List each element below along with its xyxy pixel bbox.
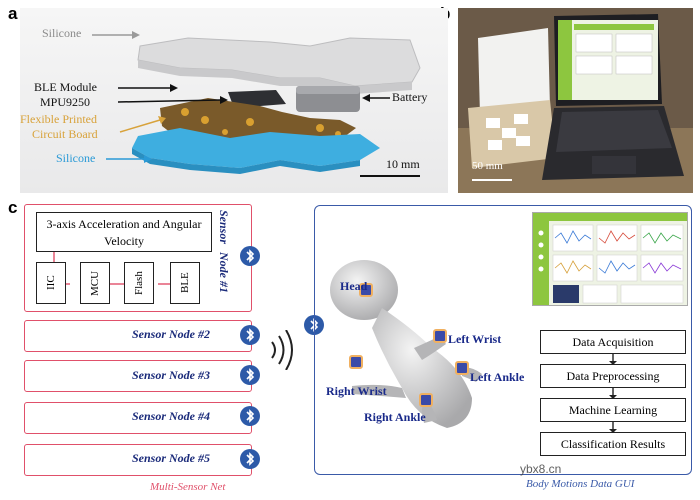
- label-fpcb-2: Circuit Board: [32, 127, 98, 141]
- ble-block: BLE: [170, 262, 200, 304]
- sensor-node-2-box: [24, 320, 252, 352]
- bluetooth-icon: [240, 365, 260, 385]
- label-left-wrist: Left Wrist: [448, 332, 502, 346]
- panel-letter-c: c: [8, 198, 18, 217]
- watermark-text: ybx8.cn: [520, 462, 562, 476]
- sensor-node-4-title: Sensor Node #4: [132, 409, 211, 423]
- sensor-node-4-box: [24, 402, 252, 434]
- sensor-node-5-box: [24, 444, 252, 476]
- node1-connectors: [53, 252, 170, 285]
- sensor-node-2-title: Sensor Node #2: [132, 327, 211, 341]
- bluetooth-icon: [240, 449, 260, 469]
- label-silicone-top: Silicone: [42, 26, 82, 40]
- bluetooth-icon: [240, 246, 260, 266]
- device-exploded-illustration: [92, 31, 421, 177]
- baby-silhouette: [330, 260, 482, 428]
- flow-machine-learning: Machine Learning: [540, 398, 686, 422]
- flow-classification-results: Classification Results: [540, 432, 686, 456]
- flow-data-acquisition: Data Acquisition: [540, 330, 686, 354]
- sensor-node-3-title: Sensor Node #3: [132, 368, 211, 382]
- wireless-signal-icon: [271, 330, 293, 370]
- scale-label-a: 10 mm: [386, 157, 420, 171]
- label-head: Head: [340, 279, 368, 293]
- flow-arrows: [609, 354, 617, 433]
- gui-screenshot-thumbnail: [532, 212, 688, 306]
- multi-sensor-net-label: Multi-Sensor Net: [150, 481, 226, 493]
- label-mpu: MPU9250: [40, 95, 91, 109]
- photo-laptop: [458, 8, 693, 193]
- gui-thumbnail-illustration: [533, 213, 687, 305]
- mcu-block: MCU: [80, 262, 110, 304]
- laptop-photo-illustration: [458, 8, 693, 193]
- label-ble-module: BLE Module: [34, 80, 97, 94]
- sensor-node-5-title: Sensor Node #5: [132, 451, 211, 465]
- flow-data-preprocessing: Data Preprocessing: [540, 364, 686, 388]
- acceleration-block: 3-axis Acceleration and Angular Velocity: [36, 212, 212, 252]
- flash-block: Flash: [124, 262, 154, 304]
- label-left-ankle: Left Ankle: [470, 370, 525, 384]
- sensor-node-3-box: [24, 360, 252, 392]
- gui-caption: Body Motions Data GUI: [526, 478, 635, 490]
- scale-label-b: 50 mm: [472, 160, 503, 172]
- gui-panel-box: [314, 205, 692, 475]
- label-right-ankle: Right Ankle: [364, 410, 426, 424]
- label-battery: Battery: [392, 90, 428, 104]
- bluetooth-icon: [240, 406, 260, 426]
- label-fpcb-1: Flexible Printed: [20, 112, 97, 126]
- bluetooth-icon: [240, 325, 260, 345]
- panel-letter-a: a: [8, 4, 18, 23]
- sensor-node-1-title-b: Node #1: [217, 252, 231, 293]
- iic-block: IIC: [36, 262, 66, 304]
- label-right-wrist: Right Wrist: [326, 384, 387, 398]
- label-silicone-bottom: Silicone: [56, 151, 96, 165]
- sensor-node-1-title-a: Sensor: [217, 210, 231, 245]
